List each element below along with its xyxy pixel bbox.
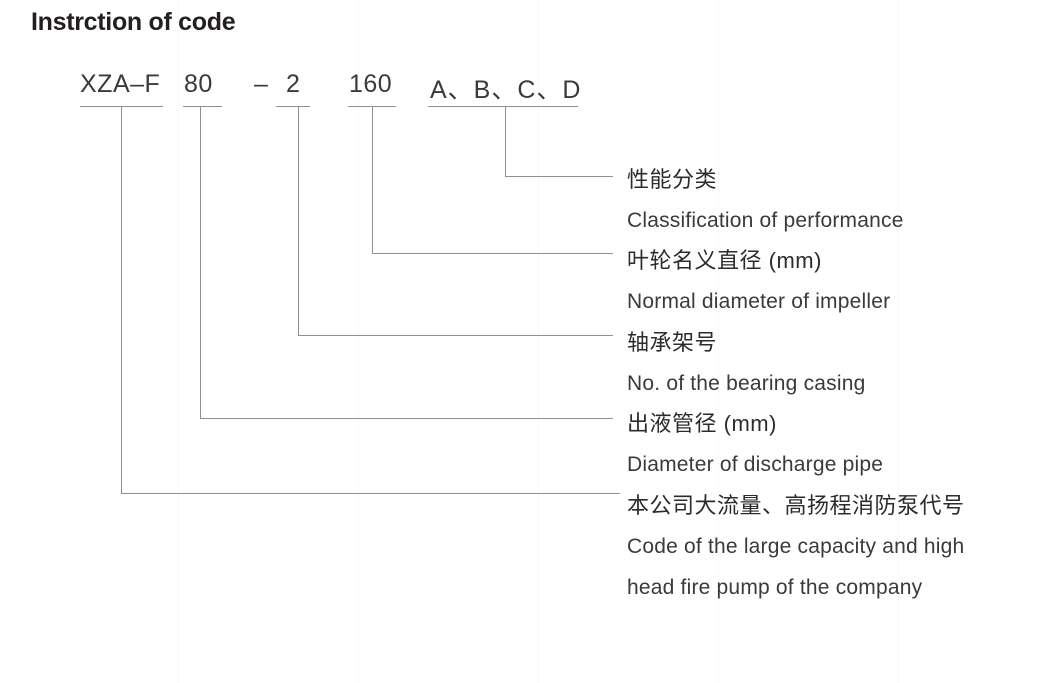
description-company-code: 本公司大流量、高扬程消防泵代号 Code of the large capacit… <box>627 485 965 608</box>
perf-leader-horizontal <box>505 176 613 177</box>
code-segment-discharge: 80 <box>184 70 213 98</box>
description-en-impeller-diameter-line-1: Normal diameter of impeller <box>627 290 891 313</box>
scan-seam <box>358 0 359 683</box>
impeller-leader-vertical <box>372 106 373 253</box>
description-bearing-casing-no: 轴承架号 No. of the bearing casing <box>627 322 865 404</box>
discharge-leader-vertical <box>200 106 201 418</box>
scan-seam <box>178 0 179 683</box>
series-leader-vertical <box>121 106 122 493</box>
description-cn-discharge-pipe-diameter: 出液管径 (mm) <box>627 411 777 436</box>
description-en-company-code-line-2: head fire pump of the company <box>627 576 923 599</box>
bearing-leader-vertical <box>298 106 299 335</box>
description-cn-performance-classification: 性能分类 <box>627 167 718 192</box>
description-cn-impeller-diameter: 叶轮名义直径 (mm) <box>627 248 822 273</box>
code-underline-bearing <box>276 106 310 107</box>
description-performance-classification: 性能分类 Classification of performance <box>627 159 904 241</box>
impeller-leader-horizontal <box>372 253 613 254</box>
description-impeller-diameter: 叶轮名义直径 (mm) Normal diameter of impeller <box>627 240 890 322</box>
description-discharge-pipe-diameter: 出液管径 (mm) Diameter of discharge pipe <box>627 403 883 485</box>
code-segment-impeller: 160 <box>349 70 393 98</box>
description-en-company-code-line-1: Code of the large capacity and high <box>627 535 965 558</box>
code-underline-discharge <box>183 106 222 107</box>
description-cn-company-code: 本公司大流量、高扬程消防泵代号 <box>627 493 965 518</box>
code-underline-perf <box>428 106 578 107</box>
code-segment-perf: A、B、C、D <box>430 76 582 104</box>
code-segment-dash: – <box>254 70 269 98</box>
bearing-leader-horizontal <box>298 335 613 336</box>
code-segment-series: XZA–F <box>80 70 161 98</box>
description-en-discharge-pipe-diameter-line-1: Diameter of discharge pipe <box>627 453 884 476</box>
page-title: Instrction of code <box>31 8 236 36</box>
code-segment-bearing: 2 <box>286 70 301 98</box>
description-cn-bearing-casing-no: 轴承架号 <box>627 330 718 355</box>
series-leader-horizontal <box>121 493 620 494</box>
perf-leader-vertical <box>505 106 506 176</box>
discharge-leader-horizontal <box>200 418 613 419</box>
description-en-performance-classification-line-1: Classification of performance <box>627 209 904 232</box>
description-en-bearing-casing-no-line-1: No. of the bearing casing <box>627 372 866 395</box>
